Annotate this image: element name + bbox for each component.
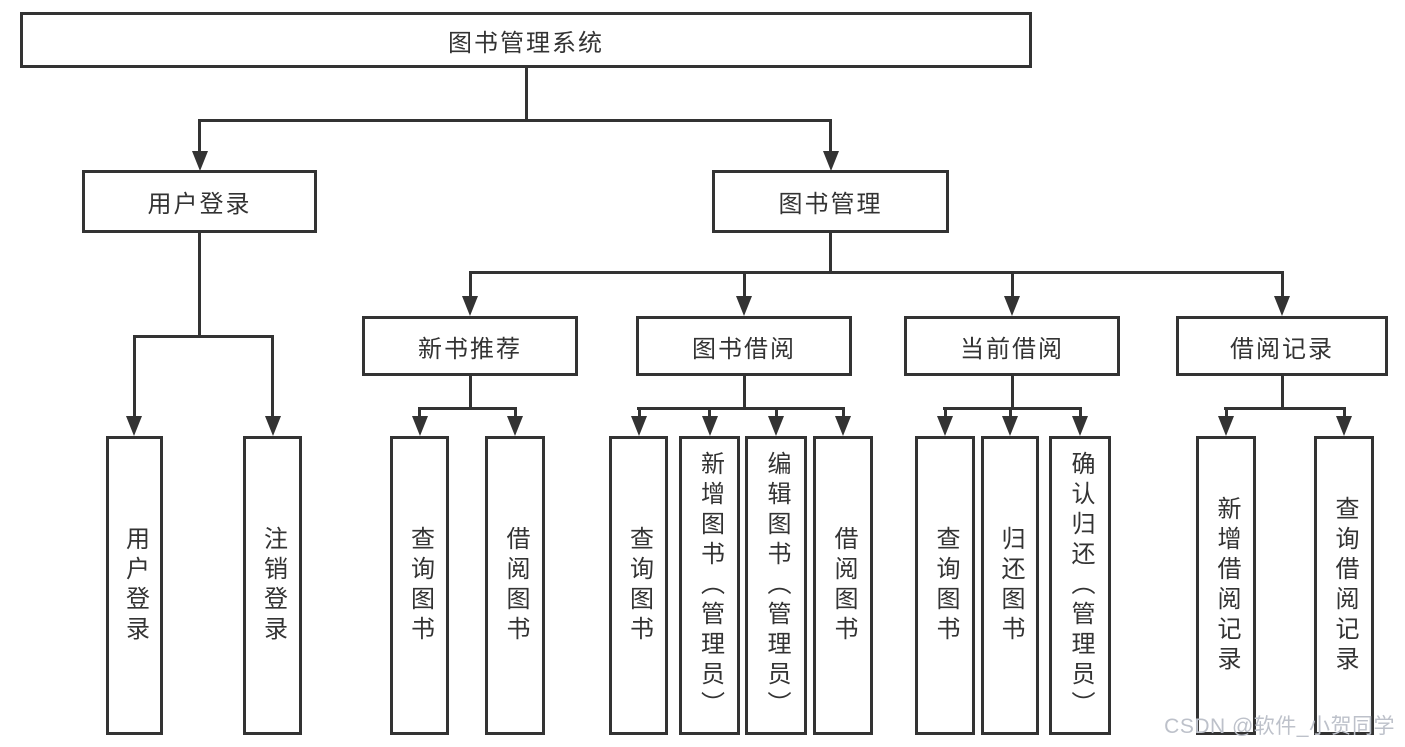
node-label: 借阅图书 xyxy=(502,525,529,646)
node-label: 查询借阅记录 xyxy=(1331,495,1358,676)
connector-line xyxy=(198,233,201,337)
watermark: CSDN @软件_小贺同学 xyxy=(1164,715,1395,738)
leaf-add-borrow-record: 新增借阅记录 xyxy=(1196,436,1256,735)
node-borrowing-records: 借阅记录 xyxy=(1176,316,1388,376)
node-label: 图书管理系统 xyxy=(448,29,604,57)
arrow-down-icon xyxy=(835,416,851,436)
node-library-management-system: 图书管理系统 xyxy=(20,12,1032,68)
node-user-login: 用户登录 xyxy=(82,170,317,233)
connector-line xyxy=(133,335,136,418)
connector-line xyxy=(1009,407,1012,419)
connector-line xyxy=(775,407,778,419)
leaf-query-borrow-record: 查询借阅记录 xyxy=(1314,436,1374,735)
connector-line xyxy=(1281,271,1284,298)
connector-line xyxy=(418,407,421,419)
arrow-down-icon xyxy=(937,416,953,436)
node-label: 用户登录 xyxy=(147,191,252,218)
connector-line xyxy=(198,119,201,153)
arrow-down-icon xyxy=(736,296,752,316)
leaf-logout: 注销登录 xyxy=(243,436,302,735)
arrow-down-icon xyxy=(126,416,142,436)
arrow-down-icon xyxy=(1274,296,1290,316)
leaf-query-books-current: 查询图书 xyxy=(915,436,975,735)
arrow-down-icon xyxy=(631,416,647,436)
arrow-down-icon xyxy=(768,416,784,436)
node-label: 借阅记录 xyxy=(1230,335,1334,363)
leaf-add-books-admin: 新增图书（管理员） xyxy=(679,436,740,735)
connector-line xyxy=(1281,374,1284,409)
node-label: 确认归还（管理员） xyxy=(1067,450,1094,721)
node-current-borrowing: 当前借阅 xyxy=(904,316,1120,376)
arrow-down-icon xyxy=(1218,416,1234,436)
connector-line xyxy=(1343,407,1346,419)
connector-line xyxy=(271,335,274,418)
connector-line xyxy=(1011,374,1014,409)
leaf-confirm-return-admin: 确认归还（管理员） xyxy=(1049,436,1111,735)
connector-line xyxy=(829,119,832,153)
connector-line xyxy=(944,407,947,419)
connector-line xyxy=(514,407,517,419)
connector-line xyxy=(1225,407,1228,419)
arrow-down-icon xyxy=(1072,416,1088,436)
arrow-down-icon xyxy=(823,151,839,171)
leaf-query-books-recommend: 查询图书 xyxy=(390,436,449,735)
arrow-down-icon xyxy=(1002,416,1018,436)
connector-line xyxy=(198,119,832,122)
node-new-book-recommendation: 新书推荐 xyxy=(362,316,578,376)
leaf-borrow-books-recommend: 借阅图书 xyxy=(485,436,545,735)
leaf-user-login: 用户登录 xyxy=(106,436,163,735)
node-label: 用户登录 xyxy=(121,525,149,646)
node-label: 新增借阅记录 xyxy=(1213,495,1240,676)
arrow-down-icon xyxy=(462,296,478,316)
node-label: 借阅图书 xyxy=(830,525,857,646)
arrow-down-icon xyxy=(702,416,718,436)
connector-line xyxy=(1011,271,1014,298)
connector-line xyxy=(638,407,641,419)
node-label: 编辑图书（管理员） xyxy=(763,450,790,721)
connector-line xyxy=(1224,407,1346,410)
node-label: 查询图书 xyxy=(932,525,959,646)
connector-line xyxy=(133,335,274,338)
connector-line xyxy=(943,407,1082,410)
connector-line xyxy=(525,68,528,121)
node-label: 新增图书（管理员） xyxy=(696,450,724,721)
arrow-down-icon xyxy=(412,416,428,436)
connector-line xyxy=(842,407,845,419)
node-label: 图书管理 xyxy=(778,191,883,218)
arrow-down-icon xyxy=(1004,296,1020,316)
connector-line xyxy=(743,271,746,298)
node-label: 注销登录 xyxy=(259,525,287,646)
arrow-down-icon xyxy=(507,416,523,436)
connector-line xyxy=(708,407,711,419)
node-book-borrowing: 图书借阅 xyxy=(636,316,852,376)
connector-line xyxy=(829,233,832,274)
arrow-down-icon xyxy=(1336,416,1352,436)
arrow-down-icon xyxy=(192,151,208,171)
node-book-management: 图书管理 xyxy=(712,170,949,233)
connector-line xyxy=(418,407,517,410)
connector-line xyxy=(470,271,1282,274)
leaf-edit-books-admin: 编辑图书（管理员） xyxy=(745,436,807,735)
connector-line xyxy=(637,407,845,410)
connector-line xyxy=(743,374,746,409)
connector-line xyxy=(469,374,472,409)
node-label: 查询图书 xyxy=(625,525,653,646)
leaf-query-books-borrowing: 查询图书 xyxy=(609,436,668,735)
node-label: 查询图书 xyxy=(406,525,434,646)
arrow-down-icon xyxy=(265,416,281,436)
node-label: 当前借阅 xyxy=(960,335,1064,363)
node-label: 图书借阅 xyxy=(692,335,796,363)
leaf-return-books: 归还图书 xyxy=(981,436,1039,735)
leaf-borrow-books-borrowing: 借阅图书 xyxy=(813,436,873,735)
node-label: 归还图书 xyxy=(997,525,1024,646)
connector-line xyxy=(469,271,472,298)
connector-line xyxy=(1079,407,1082,419)
node-label: 新书推荐 xyxy=(418,335,522,363)
